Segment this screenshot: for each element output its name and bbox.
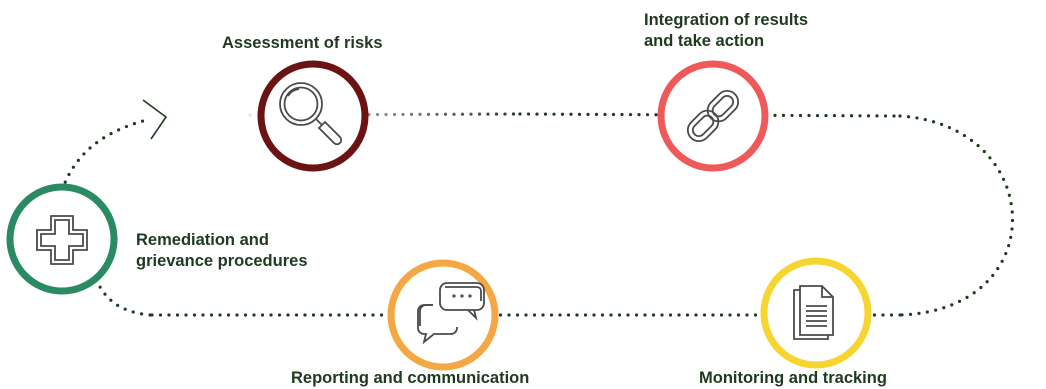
path-left-up	[60, 117, 152, 192]
document-icon	[793, 285, 834, 340]
path-bottom-left	[98, 285, 152, 317]
path-top-faded	[248, 112, 522, 117]
remediation-step-badge	[6, 183, 118, 295]
assessment-label: Assessment of risks	[222, 33, 383, 54]
integration-label: Integration of results and take action	[644, 10, 808, 52]
reporting-label-line-1: Reporting and communication	[291, 369, 530, 387]
remediation-label: Remediation and grievance procedures	[136, 230, 308, 272]
assessment-step-badge	[257, 60, 369, 172]
integration-label-line-1: Integration of results	[644, 11, 809, 29]
monitoring-step-badge	[760, 257, 872, 369]
remediation-label-line-1: Remediation and	[136, 231, 269, 249]
path-right-curve	[898, 114, 1015, 317]
monitoring-label: Monitoring and tracking	[699, 368, 887, 389]
arrow-chevron-icon	[142, 99, 168, 140]
plus-cross-icon	[36, 215, 88, 265]
speech-bubbles-icon	[417, 282, 485, 345]
remediation-label-line-2: grievance procedures	[136, 252, 308, 270]
reporting-step-badge	[387, 259, 499, 371]
integration-label-line-2: and take action	[644, 32, 765, 50]
reporting-label: Reporting and communication	[291, 368, 529, 389]
magnifier-icon	[279, 82, 343, 146]
chain-link-icon	[686, 89, 740, 143]
dotted-cycle-path	[60, 112, 1015, 317]
assessment-label-line-1: Assessment of risks	[222, 34, 383, 52]
integration-step-badge	[657, 60, 769, 172]
monitoring-label-line-1: Monitoring and tracking	[699, 369, 887, 387]
